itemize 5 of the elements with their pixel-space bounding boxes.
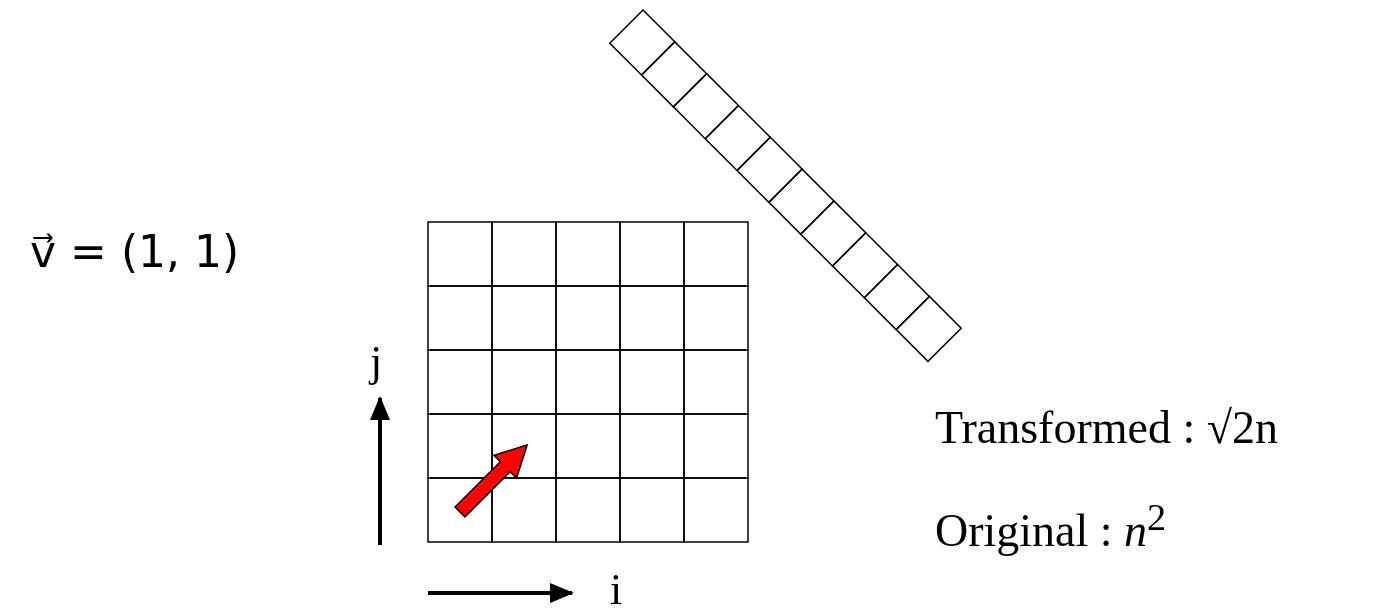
formula-label: Transformed : √2n (935, 405, 1278, 451)
formula-label: Original : n$^{2}$ (935, 498, 1167, 555)
axis-label: i (610, 568, 623, 612)
vector-label: v⃗ = (1, 1) (30, 230, 240, 274)
axis-label: j (370, 340, 383, 384)
